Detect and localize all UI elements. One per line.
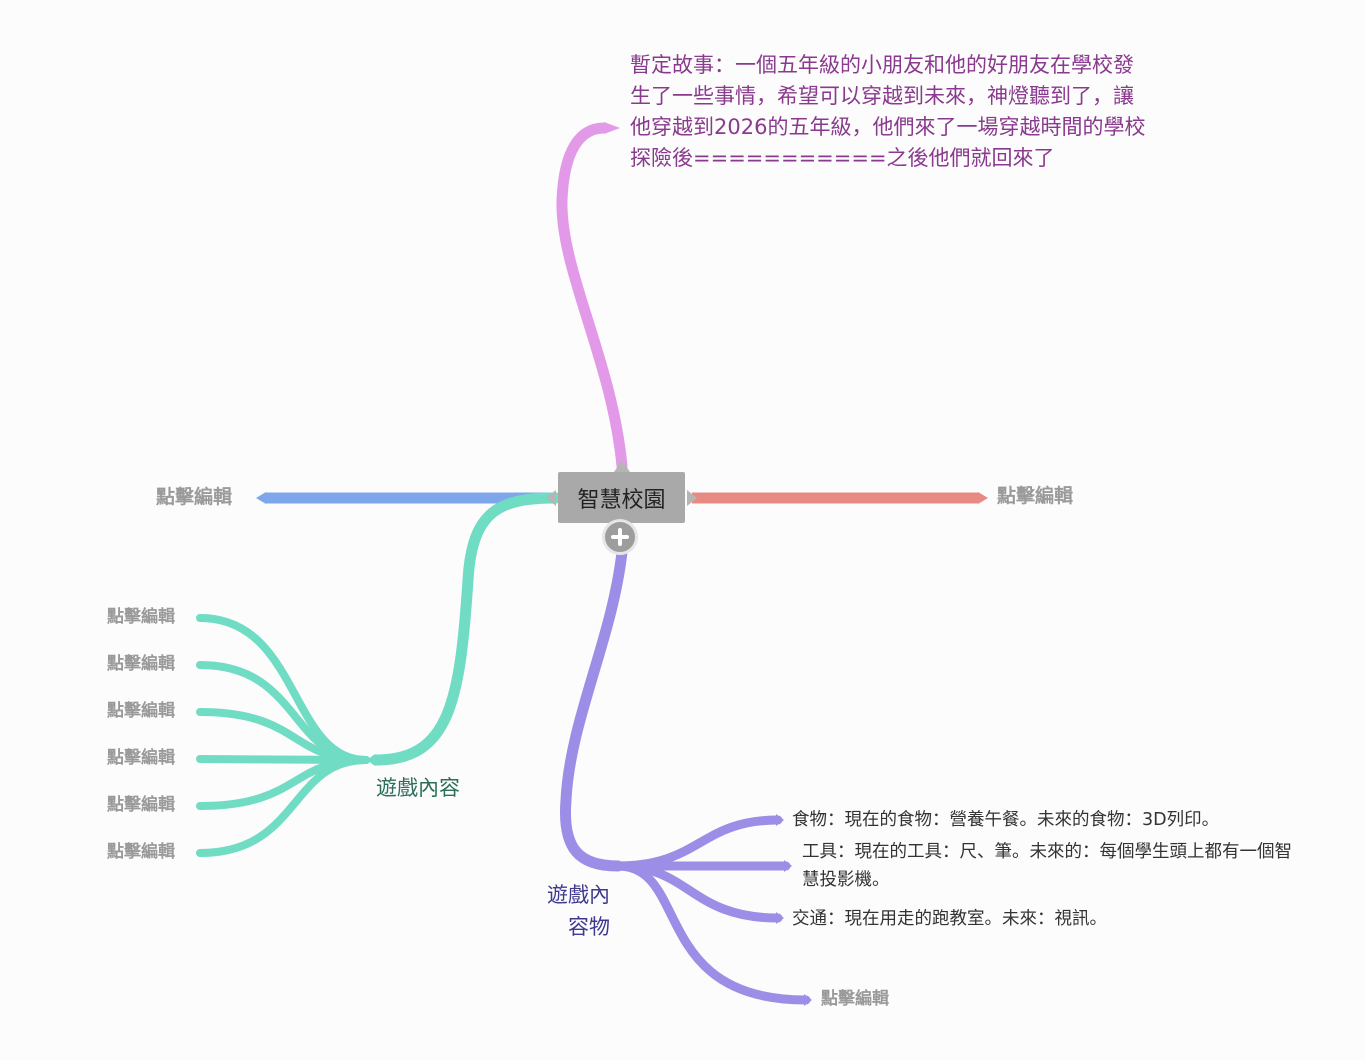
right-branch-node[interactable]: 點擊編輯 (997, 485, 1074, 507)
purple-sub-connectors (613, 815, 811, 1005)
add-node-icon[interactable] (602, 519, 638, 555)
purple-child-food[interactable]: 食物：現在的食物：營養午餐。未來的食物：3D列印。 (792, 810, 1220, 830)
left-connector-tip (256, 492, 266, 504)
story-connector (556, 122, 628, 472)
root-node[interactable]: 智慧校園 (558, 472, 685, 523)
purple-connector (559, 546, 628, 872)
teal-child-6[interactable]: 點擊編輯 (107, 842, 175, 862)
teal-branch-node[interactable]: 遊戲內容 (376, 776, 460, 800)
teal-connector (370, 492, 562, 766)
root-label: 智慧校園 (577, 487, 666, 513)
root-right-arrow[interactable] (687, 490, 697, 506)
left-branch-node[interactable]: 點擊編輯 (156, 486, 233, 508)
purple-child-tools[interactable]: 工具：現在的工具：尺、筆。未來的：每個學生頭上都有一個智慧投影機。 (802, 842, 1292, 890)
purple-child-transport[interactable]: 交通：現在用走的跑教室。未來：視訊。 (792, 909, 1107, 929)
teal-child-4[interactable]: 點擊編輯 (107, 748, 175, 768)
root-top-arrow[interactable] (614, 460, 630, 472)
purple-child-4[interactable]: 點擊編輯 (821, 989, 889, 1009)
teal-child-2[interactable]: 點擊編輯 (107, 654, 175, 674)
right-connector-tip (978, 492, 988, 504)
teal-child-3[interactable]: 點擊編輯 (107, 701, 175, 721)
story-node[interactable]: 暫定故事：一個五年級的小朋友和他的好朋友在學校發生了一些事情，希望可以穿越到未來… (630, 53, 1146, 170)
teal-connector-tip (366, 754, 376, 766)
story-connector-tip (604, 122, 620, 134)
teal-child-5[interactable]: 點擊編輯 (107, 795, 175, 815)
purple-branch-node[interactable]: 遊戲內容物 (547, 883, 610, 939)
teal-sub-connectors (196, 614, 370, 857)
teal-child-1[interactable]: 點擊編輯 (107, 607, 175, 627)
purple-sub-tips (776, 814, 812, 1006)
root-left-arrow[interactable] (546, 490, 556, 506)
